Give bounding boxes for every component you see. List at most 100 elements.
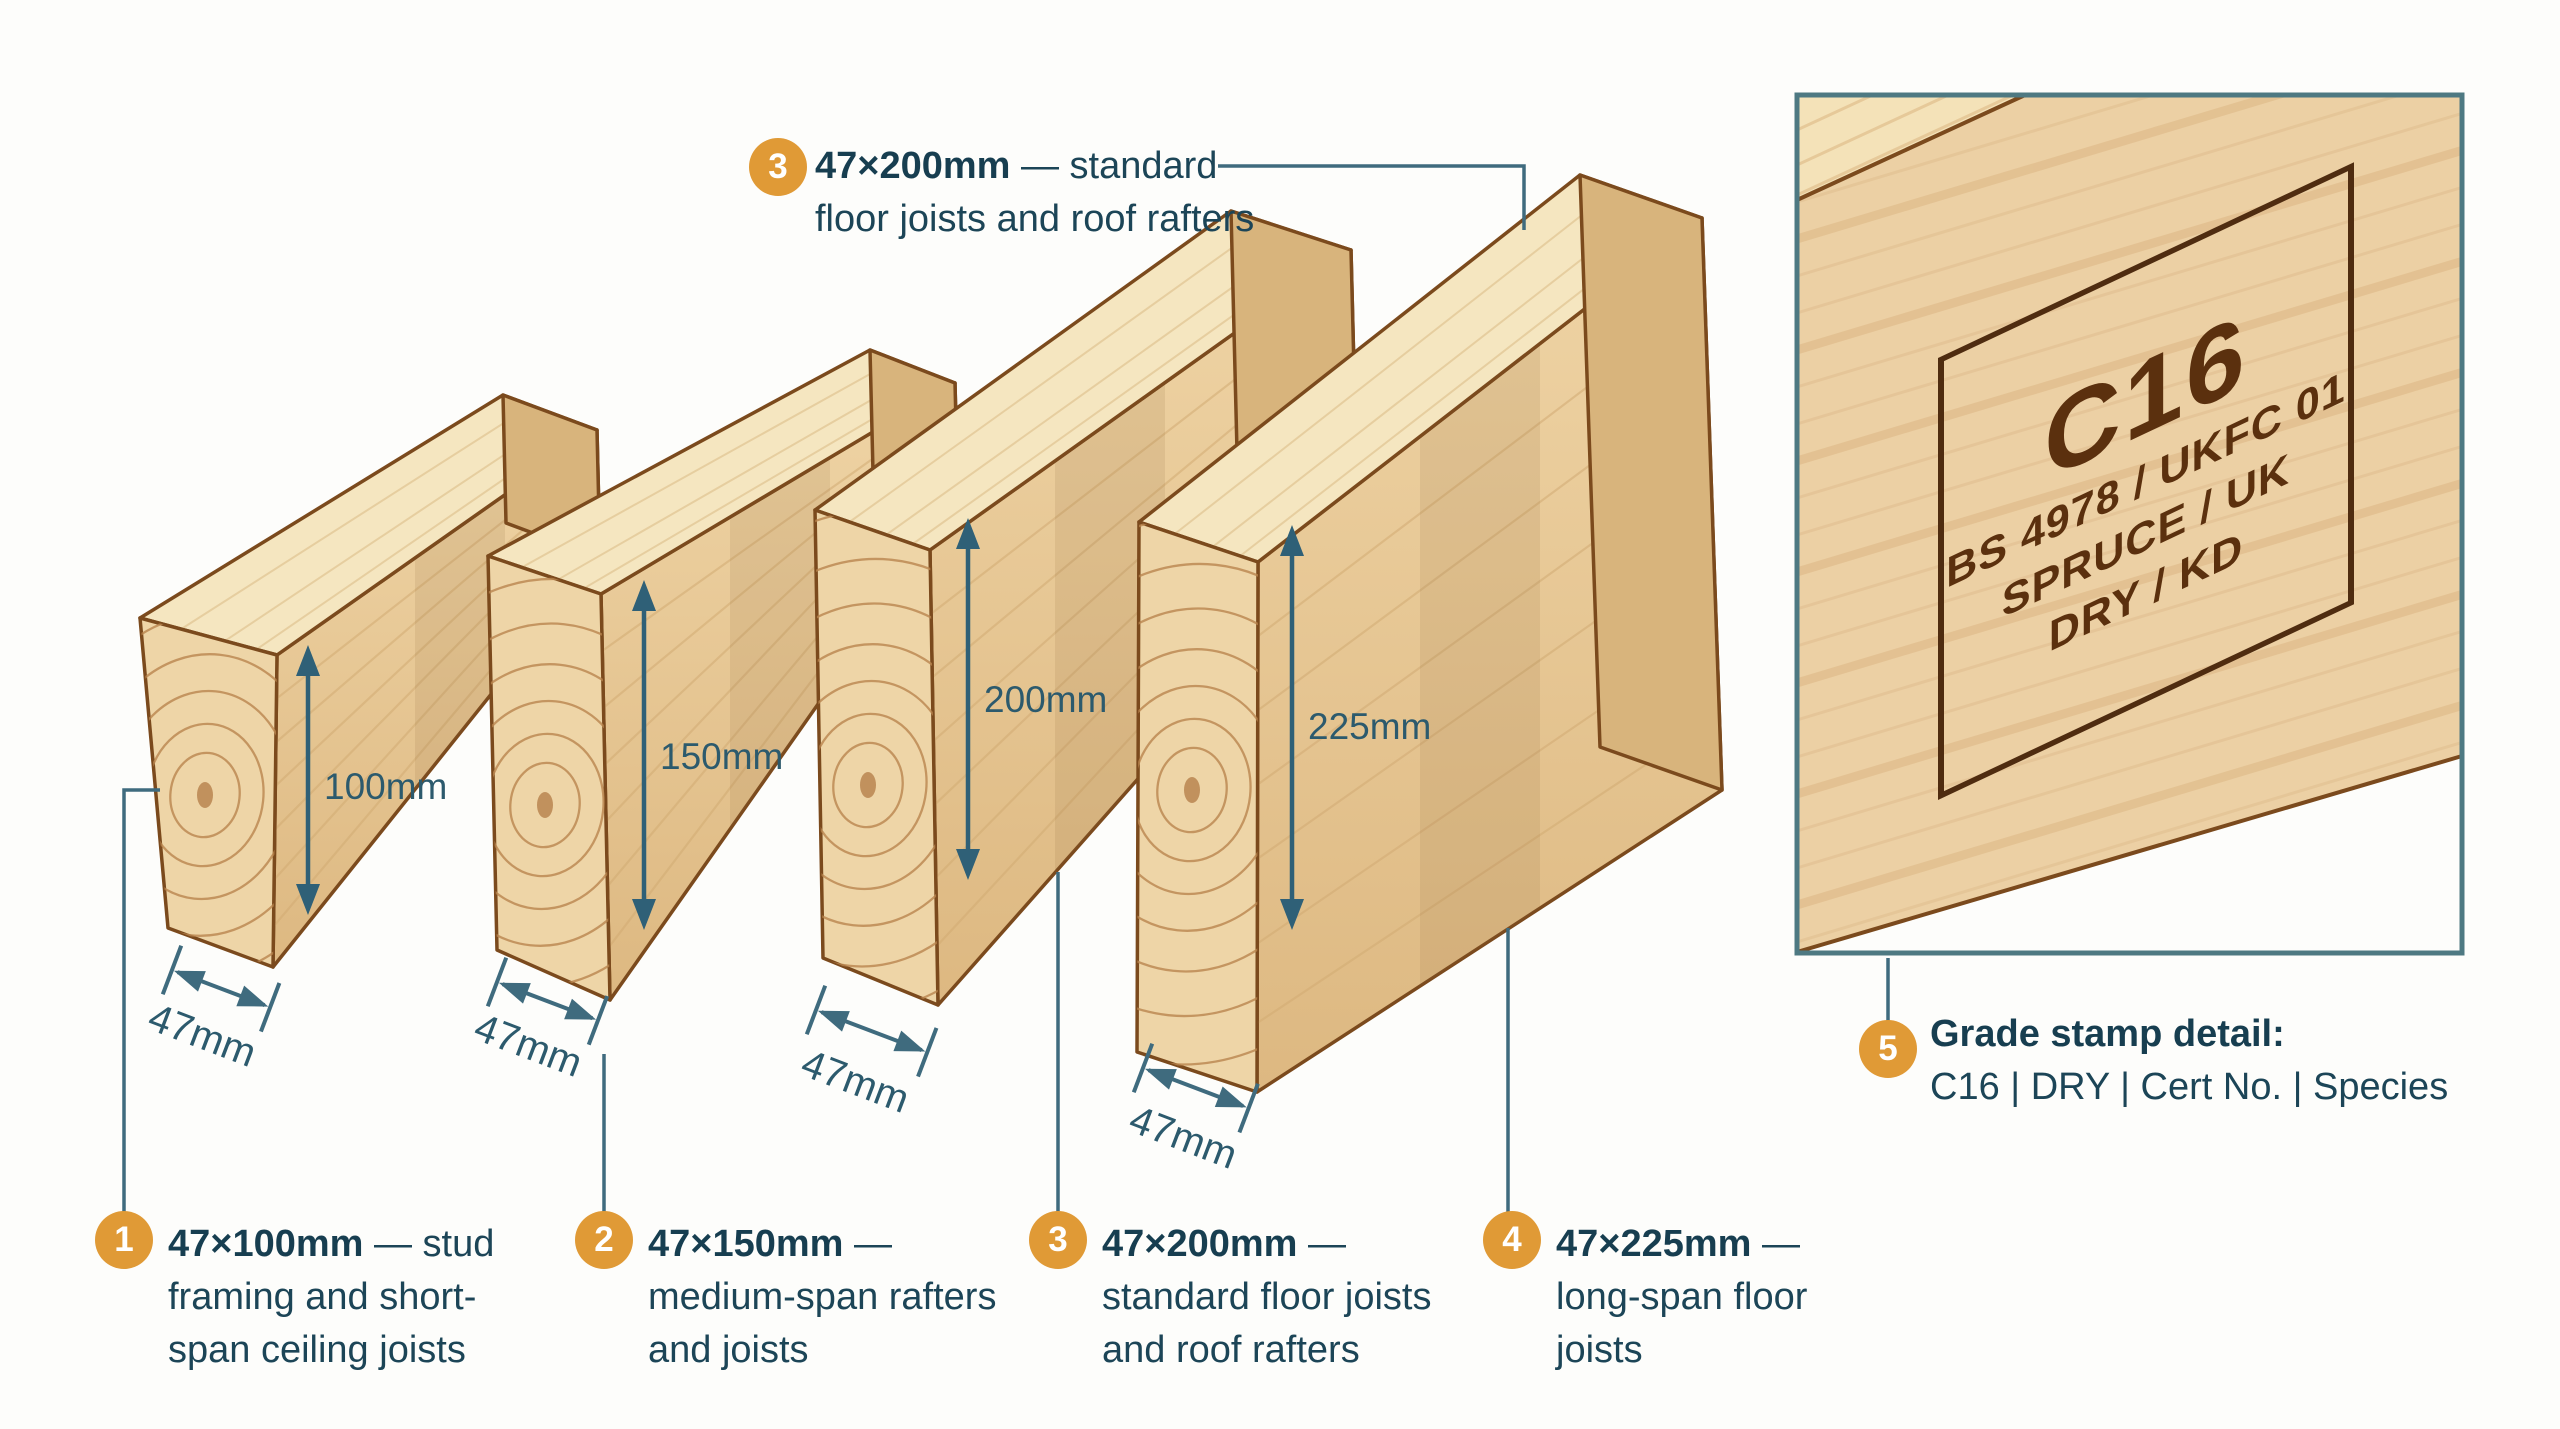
panel-grain-line — [1797, 664, 2462, 872]
width-dimension-arrows — [160, 944, 1260, 1134]
growth-ring — [509, 761, 581, 849]
callout-2-line-2: medium-span rafters — [648, 1276, 997, 1318]
badge-callout-2: 2 — [575, 1211, 633, 1269]
growth-ring — [488, 699, 610, 911]
panel-grain-line — [1797, 220, 2462, 428]
growth-ring — [1137, 684, 1258, 896]
panel-grain-line — [1797, 365, 2462, 579]
callout-3-line-1: 47×200mm — — [1102, 1218, 1432, 1271]
panel-grain-line — [1797, 183, 2462, 391]
growth-ring — [140, 653, 277, 937]
growth-ring — [815, 712, 928, 858]
callout-2-rest: — — [843, 1223, 892, 1265]
top-grain-line — [848, 221, 1268, 523]
badge-5-number: 5 — [1878, 1029, 1898, 1068]
panel-wood-edge-bottom — [1796, 754, 2463, 954]
dim-arrow-47mm-board-3 — [804, 984, 939, 1078]
panel-wood-face — [1797, 95, 2462, 952]
stamp-callout-label: Grade stamp detail: C16 | DRY | Cert No.… — [1930, 1008, 2448, 1114]
dim-arrow-225mm — [1280, 525, 1304, 930]
panel-grain-line — [1797, 738, 2462, 946]
dim-arrow-47mm-board-2 — [485, 956, 610, 1046]
grade-stamp-panel — [1794, 92, 2465, 956]
panel-grain-line — [1797, 109, 2462, 317]
badge-1-number: 1 — [114, 1220, 134, 1259]
badge-callout-3: 3 — [1029, 1211, 1087, 1269]
badge-3-number: 3 — [1048, 1220, 1068, 1259]
growth-ring — [1137, 648, 1258, 932]
growth-ring — [815, 557, 938, 1005]
callout-1-line-3: span ceiling joists — [168, 1329, 466, 1371]
panel-grain-line — [1797, 553, 2462, 761]
board-3-end-face — [813, 508, 940, 1007]
growth-ring — [832, 741, 904, 829]
dim-arrow-47mm-board-4 — [1131, 1042, 1260, 1134]
callout-1-label: 47×100mm — stud framing and short- span … — [168, 1218, 494, 1377]
top-callout-line-1: 47×200mm — standard — [815, 140, 1254, 193]
panel-grain-line — [1797, 627, 2462, 835]
badge-callout-1: 1 — [95, 1211, 153, 1269]
stamp-callout-title: Grade stamp detail: — [1930, 1008, 2448, 1061]
callout-1-line-2: framing and short- — [168, 1276, 477, 1318]
stamp-callout-line-2: C16 | DRY | Cert No. | Species — [1930, 1066, 2449, 1108]
panel-grain-line — [1797, 143, 2462, 357]
top-callout-label: 47×200mm — standard floor joists and roo… — [815, 140, 1254, 246]
panel-grain-line — [1797, 476, 2462, 690]
badge-callout-5: 5 — [1859, 1020, 1917, 1078]
knot — [537, 792, 553, 818]
growth-ring — [169, 751, 241, 839]
panel-grain-line — [1797, 331, 2462, 539]
dim-arrow-150mm — [632, 580, 656, 930]
callout-2-line-3: and joists — [648, 1329, 809, 1371]
top-callout-size: 47×200mm — [815, 145, 1011, 187]
growth-ring — [140, 689, 277, 901]
panel-grain-line — [1797, 95, 2462, 280]
top-grain-line — [521, 359, 896, 569]
board-4-end-face — [1135, 520, 1260, 1094]
panel-grain-line — [1797, 95, 2462, 206]
panel-border — [1794, 92, 2465, 956]
growth-ring — [1137, 562, 1258, 1018]
panel-grain-line — [1797, 294, 2462, 502]
top-callout-rest: — standard — [1010, 145, 1218, 187]
leader-lines — [122, 164, 1890, 1212]
knot — [1184, 777, 1200, 803]
callout-4-size: 47×225mm — [1556, 1223, 1752, 1265]
growth-ring — [1137, 717, 1252, 863]
panel-wood-edge-top — [1796, 93, 2026, 202]
dim-arrow-100mm — [296, 645, 320, 915]
height-dimension-arrows — [296, 518, 1304, 930]
callout-2-line-1: 47×150mm — — [648, 1218, 996, 1271]
panel-grain-line — [1797, 95, 2462, 246]
panel-grain-line — [1797, 442, 2462, 650]
callout-1-size: 47×100mm — [168, 1223, 364, 1265]
stamp-callout-title-text: Grade stamp detail: — [1930, 1013, 2285, 1055]
side-grain-line — [1257, 714, 1721, 1025]
height-label-board-2: 150mm — [660, 736, 784, 777]
badge-top-callout: 3 — [749, 138, 807, 196]
badge-top-number: 3 — [768, 147, 788, 186]
callout-3-rest: — — [1297, 1223, 1346, 1265]
badge-4-number: 4 — [1502, 1220, 1522, 1259]
dim-arrow-200mm — [956, 518, 980, 880]
band-grain-line — [1797, 95, 2025, 167]
top-callout-line-2: floor joists and roof rafters — [815, 198, 1255, 240]
growth-ring — [488, 663, 610, 947]
panel-grain-line — [1797, 254, 2462, 468]
dim-arrow-47mm-board-1 — [160, 944, 282, 1033]
callout-4-rest: — — [1751, 1223, 1800, 1265]
height-label-board-3: 200mm — [984, 679, 1108, 720]
band-grain-line — [1797, 95, 2025, 132]
callout-3-label: 47×200mm — standard floor joists and roo… — [1102, 1218, 1432, 1377]
badge-callout-4: 4 — [1483, 1211, 1541, 1269]
callout-1-rest: — stud — [363, 1223, 495, 1265]
panel-grain-line — [1797, 698, 2462, 912]
callout-1-line-1: 47×100mm — stud — [168, 1218, 494, 1271]
callout-2-label: 47×150mm — medium-span rafters and joist… — [648, 1218, 996, 1377]
knot — [197, 782, 213, 808]
top-grain-line — [1174, 187, 1618, 535]
band-grain-line — [1797, 95, 2025, 197]
height-label-board-4: 225mm — [1308, 706, 1432, 747]
panel-grain-line — [1797, 405, 2462, 613]
board-2-end-face — [486, 554, 612, 1002]
